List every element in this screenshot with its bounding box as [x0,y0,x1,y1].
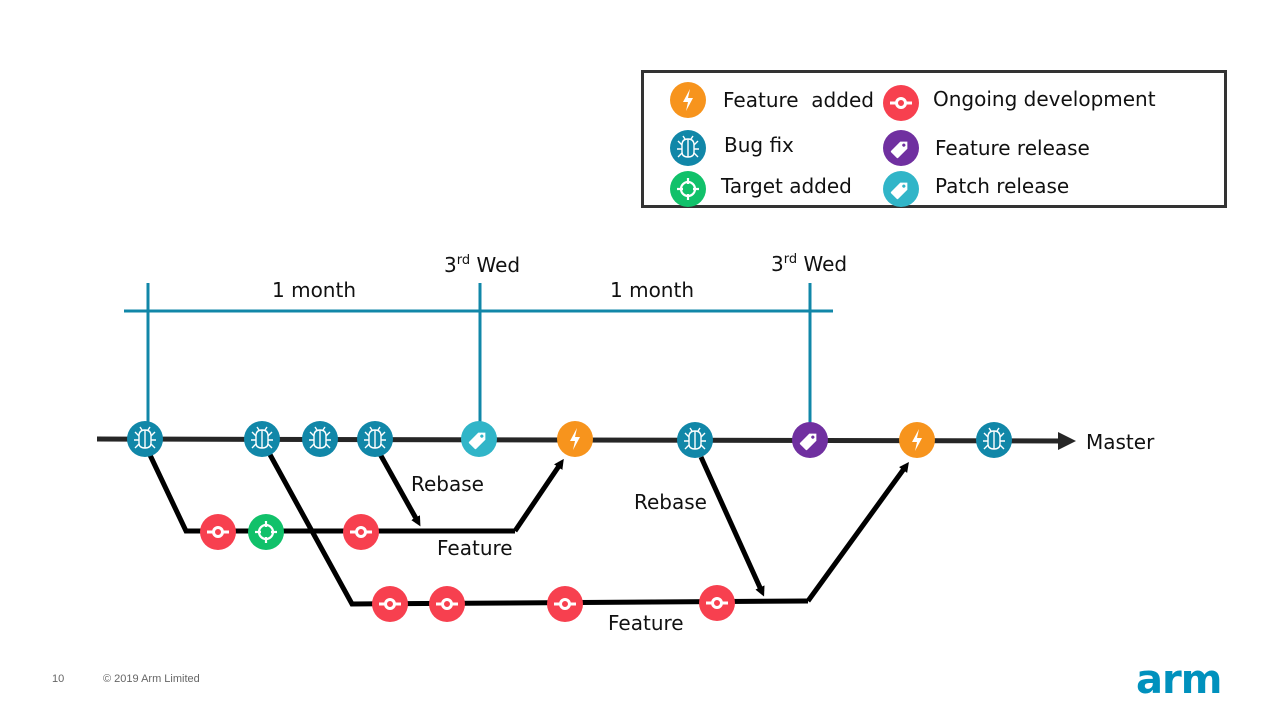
master-commit-bug-icon [244,421,280,457]
master-commit-bug-icon [302,421,338,457]
feature2-commit-commit-icon [429,586,465,622]
master-commit-lightning-icon [899,422,935,458]
feature1-commit-commit-icon [200,514,236,550]
rebase2-arrow [698,455,765,597]
legend-label: Feature added [723,88,874,112]
lightning-icon [670,82,706,118]
feature2-commit-commit-icon [372,586,408,622]
master-commit-bug-icon [976,422,1012,458]
feature1-commit-commit-icon [343,514,379,550]
master-commit-bug-icon [127,421,163,457]
branch-lines [96,432,1076,607]
master-commit-tag-icon [461,421,497,457]
legend: Feature added Ongoing development Bug fi… [641,70,1227,208]
bug-icon [670,130,706,166]
rebase1-arrow [377,452,421,527]
rebase-label-2: Rebase [634,490,707,514]
legend-label: Ongoing development [933,87,1156,111]
legend-item-ongoing-development: Ongoing development [882,84,1156,122]
tag-icon [883,130,919,166]
commit-nodes [127,421,1012,622]
legend-item-bug-fix: Bug fix [669,129,794,167]
feature1-branch-line [147,453,515,534]
feature2-merge-arrow [805,461,909,603]
third-wed-label-2: 3rd Wed [771,252,847,276]
commit-icon [883,85,919,121]
legend-item-feature-release: Feature release [882,129,1090,167]
page-number: 10 [52,673,65,685]
third-wed-label-1: 3rd Wed [444,253,520,277]
master-commit-bug-icon [677,422,713,458]
legend-label: Target added [721,174,852,198]
legend-label: Bug fix [724,133,794,157]
legend-label: Feature release [935,136,1090,160]
legend-label: Patch release [935,174,1070,198]
feature-label-1: Feature [437,536,513,560]
master-label: Master [1086,430,1155,454]
legend-item-patch-release: Patch release [882,170,1069,208]
master-arrowhead [1058,432,1076,450]
month-label-1: 1 month [272,278,356,302]
feature2-commit-commit-icon [699,585,735,621]
feature1-merge-arrow [512,458,564,533]
feature2-branch-line [265,449,809,607]
timeline: 1 month 1 month 3rd Wed 3rd Wed [124,252,847,438]
master-commit-bug-icon [357,421,393,457]
copyright: © 2019 Arm Limited [103,673,200,685]
feature1-commit-target-icon [248,514,284,550]
legend-item-target-added: Target added [669,170,852,208]
rebase-label-1: Rebase [411,472,484,496]
tag-icon [883,171,919,207]
feature2-commit-commit-icon [547,586,583,622]
master-commit-tag-icon [792,422,828,458]
feature-label-2: Feature [608,611,684,635]
master-commit-lightning-icon [557,421,593,457]
legend-item-feature-added: Feature added [669,81,874,119]
arm-logo: arm [1136,657,1222,703]
target-icon [670,171,706,207]
month-label-2: 1 month [610,278,694,302]
